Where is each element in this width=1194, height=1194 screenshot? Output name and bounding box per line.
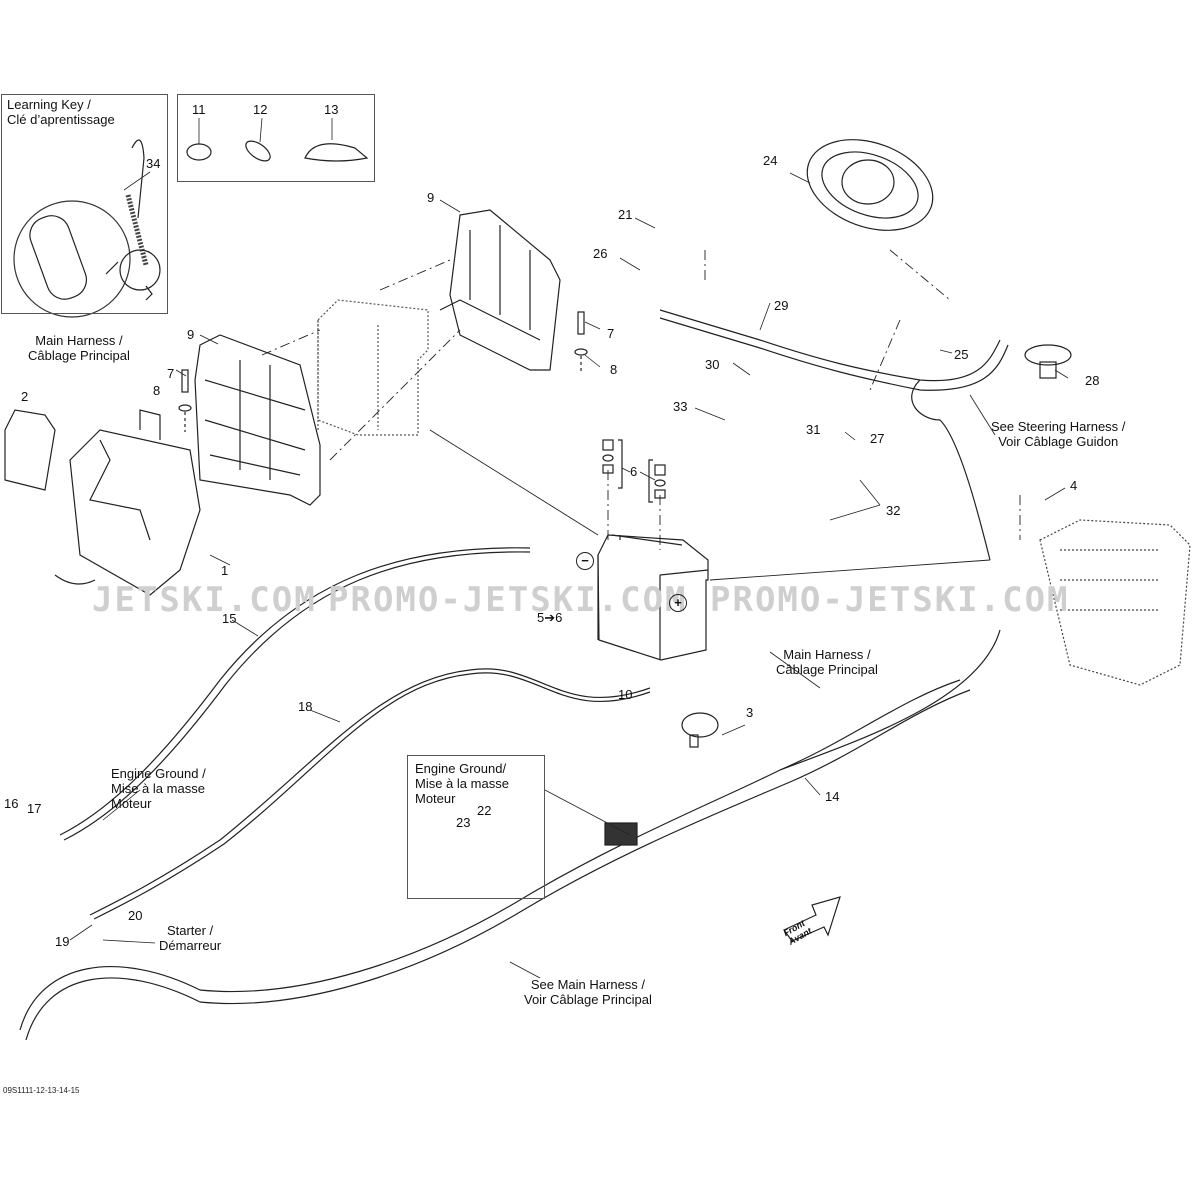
battery-ghost xyxy=(317,299,429,436)
callout-5: 5➔6 xyxy=(537,610,563,625)
engine-ground-box xyxy=(407,755,545,899)
callout-24: 24 xyxy=(763,153,778,168)
clamp-13 xyxy=(304,118,369,162)
engine-ecm xyxy=(1039,519,1191,686)
callout-14: 14 xyxy=(825,789,840,804)
harness-29 xyxy=(659,309,1001,382)
callout-20: 20 xyxy=(128,908,143,923)
battery xyxy=(597,534,709,661)
callout-12: 12 xyxy=(253,102,268,117)
watermark-3: PROMO-JETSKI.COM xyxy=(710,580,1070,620)
callout-32: 32 xyxy=(886,503,901,518)
callout-34: 34 xyxy=(146,156,161,171)
callout-7b: 7 xyxy=(607,326,615,341)
callout-1: 1 xyxy=(221,563,229,578)
harness-14 xyxy=(19,679,961,1031)
callout-4: 4 xyxy=(1070,478,1078,493)
callout-30: 30 xyxy=(705,357,720,372)
callout-15: 15 xyxy=(222,611,237,626)
callout-13: 13 xyxy=(324,102,339,117)
watermark-2: PROMO-JETSKI.COM xyxy=(328,580,688,620)
callout-7a: 7 xyxy=(167,366,175,381)
callout-9a: 9 xyxy=(187,327,195,342)
callout-17: 17 xyxy=(27,801,42,816)
callout-27: 27 xyxy=(870,431,885,446)
battery-positive-symbol: + xyxy=(669,594,687,612)
starter-relay xyxy=(681,712,719,748)
callout-22: 22 xyxy=(477,803,492,818)
see-main-harness-label: See Main Harness /Voir Câblage Principal xyxy=(524,977,652,1007)
callout-2: 2 xyxy=(21,389,29,404)
callout-21: 21 xyxy=(618,207,633,222)
ground-connector xyxy=(604,822,638,846)
battery-holder-right xyxy=(439,209,561,371)
callout-33: 33 xyxy=(673,399,688,414)
learning-key-box xyxy=(1,94,168,314)
callout-25: 25 xyxy=(954,347,969,362)
callout-11: 11 xyxy=(192,102,206,117)
callout-26: 26 xyxy=(593,246,608,261)
callout-19: 19 xyxy=(55,934,70,949)
battery-bolts xyxy=(602,439,666,503)
fuse-box-bracket xyxy=(4,409,201,596)
clamps-box xyxy=(177,94,375,182)
cable-15 xyxy=(59,547,531,836)
callout-10: 10 xyxy=(618,687,633,702)
callout-16: 16 xyxy=(4,796,19,811)
callout-18: 18 xyxy=(298,699,313,714)
bolt-washer-right xyxy=(574,311,588,372)
learning-key-label: Learning Key /Clé d’aprentissage xyxy=(7,97,115,127)
steering-harness-label: See Steering Harness /Voir Câblage Guido… xyxy=(991,419,1126,449)
callout-8a: 8 xyxy=(153,383,161,398)
callout-23: 23 xyxy=(456,815,471,830)
bolt-washer-left xyxy=(178,369,192,432)
callout-31: 31 xyxy=(806,422,821,437)
cable-18 xyxy=(89,668,651,916)
battery-negative-symbol: − xyxy=(576,552,594,570)
callout-28: 28 xyxy=(1085,373,1100,388)
gauge-cluster xyxy=(806,139,934,231)
clamp-12 xyxy=(245,117,271,162)
grommet-28 xyxy=(1024,344,1072,379)
starter-label: Starter /Démarreur xyxy=(159,923,222,953)
clamp-11 xyxy=(186,118,212,161)
front-arrow xyxy=(783,896,841,942)
callout-9b: 9 xyxy=(427,190,435,205)
callout-6: 6 xyxy=(630,464,638,479)
reference-code: 09S1111-12-13-14-15 xyxy=(3,1086,80,1095)
watermark-1: JETSKI.COM xyxy=(92,580,317,620)
callout-3: 3 xyxy=(746,705,754,720)
main-harness-top-label: Main Harness /Câblage Principal xyxy=(28,333,130,363)
callout-29: 29 xyxy=(774,298,789,313)
battery-holder-left xyxy=(194,334,321,506)
main-harness-battery-label: Main Harness /Câblage Principal xyxy=(776,647,878,677)
learning-key-part xyxy=(13,139,161,318)
callout-8b: 8 xyxy=(610,362,618,377)
